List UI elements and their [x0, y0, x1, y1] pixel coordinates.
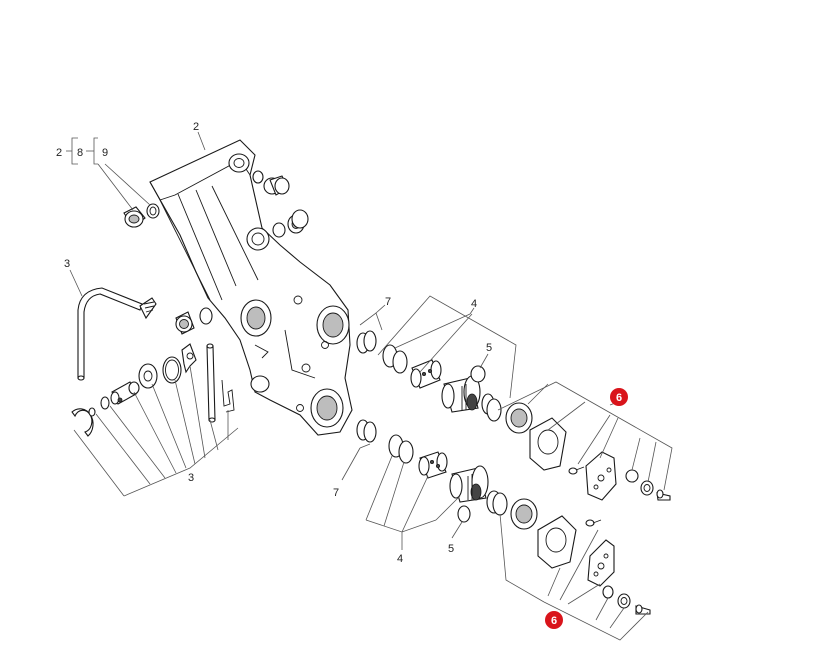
badge-6-top-circle: [610, 388, 628, 406]
callout-5-top: 5: [486, 342, 492, 354]
linkage-small-parts: [71, 343, 235, 437]
upper-cover-set: [505, 402, 671, 501]
badge-6-bottom[interactable]: 6: [545, 611, 563, 629]
linkage-rod: [77, 287, 157, 381]
callout-5-bottom: 5: [448, 543, 454, 555]
badge-6-top-label: 6: [616, 392, 622, 404]
upper-spool-assembly: [356, 330, 502, 422]
badge-6-top[interactable]: 6: [610, 388, 628, 406]
left-plug-assembly: [123, 203, 160, 228]
top-plug-assembly: [252, 170, 309, 238]
callout-labels: 2 2 8 9 3 3 7 7 4 4 5 5: [56, 121, 492, 565]
badge-6-bottom-circle: [545, 611, 563, 629]
callout-4-top: 4: [471, 298, 477, 310]
leader-lines: [66, 131, 673, 641]
callout-7-top: 7: [385, 296, 391, 308]
callout-4-bottom: 4: [397, 553, 403, 565]
callout-8: 8: [77, 147, 83, 159]
bushing-assembly: [175, 307, 213, 335]
callout-7-bottom: 7: [333, 487, 339, 499]
callout-2-top: 2: [193, 121, 199, 133]
callout-2-left: 2: [56, 147, 62, 159]
main-housing: [149, 139, 353, 436]
callout-9: 9: [102, 147, 108, 159]
lower-spool-assembly: [356, 419, 508, 523]
lower-cover-set: [510, 498, 651, 615]
badge-6-bottom-label: 6: [551, 615, 557, 627]
callout-3-top: 3: [64, 258, 70, 270]
callout-3-bottom: 3: [188, 472, 194, 484]
